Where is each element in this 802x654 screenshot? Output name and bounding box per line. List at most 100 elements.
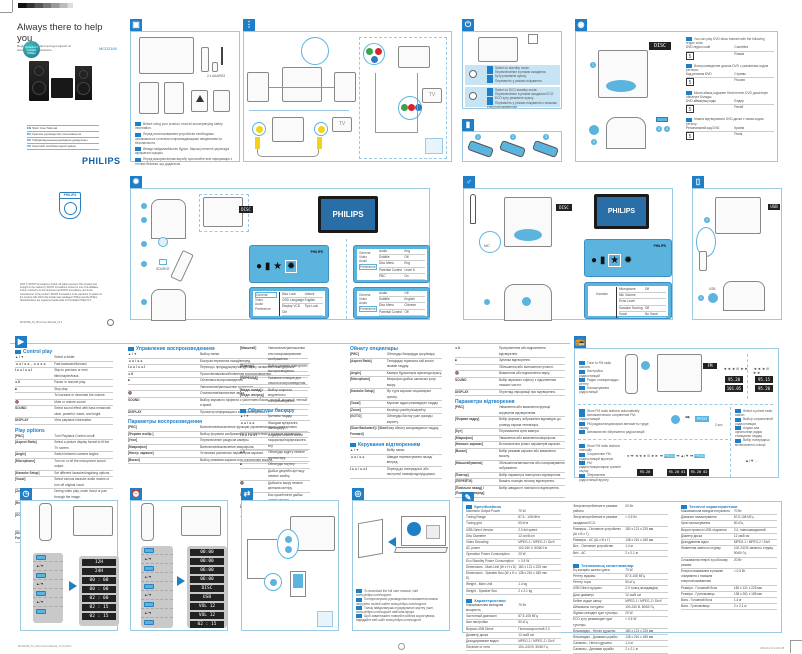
- power-plug-drawing: [528, 34, 538, 44]
- main-unit-back-drawing: [282, 67, 322, 102]
- main-unit-drawing: [203, 197, 243, 227]
- remote-top-drawing: [723, 281, 765, 311]
- main-unit-back-drawing: [398, 46, 430, 68]
- step-arrows: ▲/▼: [33, 562, 63, 571]
- battery-label: 2 x AAA/R03: [207, 74, 226, 78]
- prog-display: PROG: [695, 416, 709, 422]
- remote-drawing: [170, 249, 194, 283]
- web-notes: To download the full user manual, visit …: [356, 589, 439, 623]
- step-prog: [33, 589, 63, 598]
- disc-icon: ◉: [575, 19, 587, 31]
- language-list: EN Short User Manual RU Краткое руководс…: [27, 125, 99, 150]
- source-button[interactable]: [159, 259, 167, 265]
- freq-display: 95.20: [755, 385, 773, 392]
- main-unit-drawing: [73, 506, 113, 536]
- step-2: 2: [591, 139, 597, 145]
- play-indicator: [656, 117, 668, 122]
- step-3: 3: [656, 126, 662, 132]
- radio-manual-steps: Tune to FM radio stations Настройка ради…: [579, 361, 619, 395]
- usb-panel: USB 2 USB 1: [692, 188, 782, 320]
- question-badge: Question? Contact Philips: [23, 41, 40, 58]
- clock-icon: ◷: [20, 488, 32, 500]
- user-manual-booklet: [213, 90, 230, 112]
- divider: [249, 110, 349, 111]
- seq-display: 95.20: [637, 469, 653, 476]
- main-unit-back-drawing: [272, 117, 304, 142]
- display-disc: DISC: [556, 204, 572, 211]
- tools-icon: [317, 611, 333, 627]
- freq-display: 95.15: [755, 376, 773, 383]
- step-arrows: ▲/▼: [33, 580, 63, 589]
- legal-text: 2014 © WOOX Innovations Limited. All rig…: [20, 283, 102, 303]
- general-setup-screen: General Video Audio Preference Disc Lock…: [249, 287, 329, 319]
- play-icon: ▶: [15, 336, 27, 348]
- tune-controls: ◄◄ ►/II ►►: [753, 366, 770, 376]
- display-usb: USB: [768, 204, 780, 210]
- model-number: MCD2160: [98, 46, 117, 51]
- mic-jack-zoom: MIC: [479, 231, 501, 253]
- power-panel: Switch to standby mode. Переключение в р…: [462, 31, 562, 109]
- gear-icon: ✹: [130, 176, 142, 188]
- remote-top-drawing: [504, 284, 552, 321]
- seq-display: 95.20 01: [667, 469, 687, 476]
- remote-top-drawing: [151, 199, 186, 239]
- timeout-label: 2 sec: [715, 423, 723, 427]
- home-menu-screen: PHILIPS ● ▮ ★ ✹: [249, 245, 329, 283]
- color-registration-bar: [18, 3, 73, 8]
- tune-controls: ◄◄ ►/II ►►: [723, 366, 749, 371]
- remote-top-drawing: [606, 117, 646, 149]
- dashed-zoom-frame: [199, 194, 249, 232]
- disc-drawing: [606, 80, 636, 92]
- remote-battery-drawing: [499, 140, 526, 158]
- source-label: SOURCE: [156, 267, 170, 271]
- prog-button[interactable]: [671, 415, 680, 424]
- tv-drawing: PHILIPS: [594, 194, 649, 229]
- step-arrows: ▲/▼: [33, 598, 63, 607]
- divider: [747, 354, 748, 399]
- cover-page: Always there to help you Register your p…: [17, 18, 120, 168]
- karaoke-button[interactable]: [522, 297, 531, 306]
- eco-standby-button-icon: [469, 92, 477, 100]
- radio-icon: 📻: [574, 336, 586, 348]
- crop-mark: [790, 640, 802, 641]
- preset-nav: ▲/▼ ...: [745, 458, 759, 463]
- arrow-right-icon: [69, 581, 77, 591]
- timer-steps: ▲/▼ ▲/▼ ▲/▼ ▲/▼: [141, 546, 173, 628]
- product-image: [29, 58, 109, 113]
- usb-icon: ▯: [692, 176, 704, 188]
- disc-button[interactable]: [589, 125, 599, 135]
- arrow-right-icon: [177, 576, 185, 586]
- speaker-wire: [269, 87, 334, 88]
- composite-cable: [257, 137, 319, 157]
- philips-logo: PHILIPS: [82, 156, 121, 166]
- step-1: [141, 203, 147, 209]
- registration-mark: [398, 643, 405, 650]
- standby-button-icon: [469, 70, 477, 78]
- composite-plug-left: [255, 137, 260, 149]
- component-box: TV: [359, 37, 447, 159]
- control-kk-options: Ойнату опциялары [PBC]Ойнатуды басқаруды…: [350, 346, 442, 479]
- source-button[interactable]: [641, 361, 650, 370]
- clock-steps: ▲/▼ ▲/▼ ▲/▼: [33, 553, 63, 623]
- step-3: [141, 241, 147, 247]
- step-4: 4: [664, 126, 670, 132]
- manual-booklet-drawing: [358, 518, 383, 559]
- speaker-left-drawing: [247, 72, 269, 102]
- speaker-right-drawing: [334, 72, 356, 102]
- timer-icon: ⏰: [130, 488, 142, 500]
- main-unit-back-drawing: [478, 37, 518, 62]
- step-4: [141, 261, 147, 267]
- recycle-icon: [107, 319, 114, 326]
- disc-panel: DISC 1 2 3 4 You can play DVD discs mark…: [575, 31, 778, 162]
- philips-shield-logo: PHILIPS: [59, 192, 81, 219]
- usb-button[interactable]: [708, 293, 718, 303]
- batteries-drawing: [212, 62, 218, 72]
- remote-battery-drawing: [467, 140, 494, 158]
- seq-display: 95.20 02: [689, 469, 709, 476]
- tv-drawing: PHILIPS: [318, 196, 378, 233]
- step-prog: [33, 553, 63, 562]
- speaker-left-drawing: [139, 82, 159, 114]
- divider: [346, 239, 347, 319]
- timer-displays: 00:00 00:00 06:00 06:00 DISC USB VOL 12 …: [187, 546, 227, 628]
